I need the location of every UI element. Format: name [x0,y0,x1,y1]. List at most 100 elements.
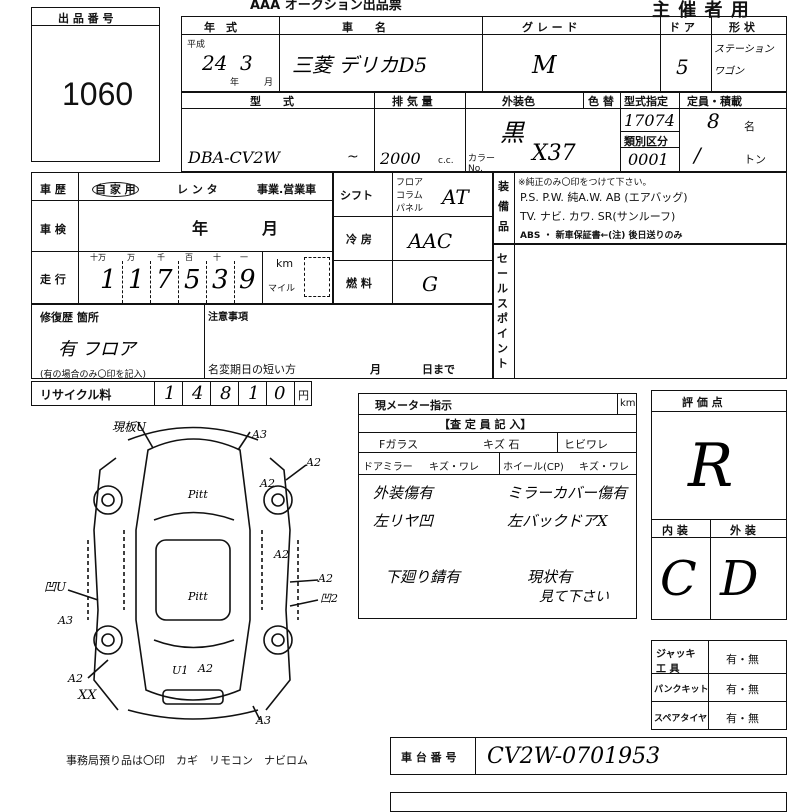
history-label: 車 歴 [40,183,66,196]
spec-block: 車 歴 自 家 用 レ ン タ 事業.営業車 車 検 年 月 走 行 十万 万 … [31,172,333,304]
name-label: 車 名 [342,21,386,34]
lot-label: 出 品 番 号 [58,12,114,25]
class-label: 類別区分 [624,135,668,148]
class-number: 0001 [628,150,669,169]
front-glass-label: Fガラス [379,438,419,451]
repair-value: 有 フロア [58,339,136,360]
inspector-comment: 下廻り錆有 [385,568,461,586]
lot-box: 出 品 番 号 1060 [31,7,160,162]
shift-panel[interactable]: パネル [396,204,424,214]
aircon-label: 冷 房 [346,233,372,246]
recycle-digit: 1 [164,383,176,404]
shift-floor[interactable]: フロア [396,178,424,188]
mirror-options[interactable]: キズ・ワレ [429,462,479,473]
model-month: 3 [240,51,253,75]
type-spec-label: 型式指定 [624,95,668,108]
sales-point-block: セールスポイント [493,244,787,379]
spare-tire-label: スペアタイヤ [654,714,708,724]
repair-notes-block: 修復歴 箇所 有 フロア (有の場合のみ〇印を記入) 注意事項 名変期日の短い方… [31,304,493,380]
diagram-mark: U1 [172,664,189,677]
recycle-digit: 8 [220,383,232,404]
displacement-unit: c.c. [438,156,454,166]
displacement-value: 2000 [380,149,421,168]
footer-custody-items: 事務局預り品は〇印 カギ リモコン ナビロム [66,754,308,767]
spare-tire-value[interactable]: 有・無 [726,712,759,725]
equipment-note: ※純正のみ〇印をつけて下さい。 [518,178,652,188]
chassis-label: 車 台 番 号 [401,751,457,764]
type-number: 17074 [624,111,675,130]
inspection-month: 月 [262,219,279,238]
shift-label: シフト [340,189,373,202]
odometer-digit: 1 [128,265,145,295]
history-option-business[interactable]: 事業.営業車 [257,183,317,196]
vehicle-row-1: 年 式 車 名 グ レ ー ド ド ア 形 状 平成 24 3 年 月 三菱 デ… [181,16,787,92]
exterior-score: D [720,551,759,607]
interior-score: C [660,551,697,607]
inspector-comment: 左リヤ凹 [373,512,434,530]
front-glass-options[interactable]: キズ 石 [483,438,520,451]
wheel-label: ホイール(CP) [503,462,564,473]
color-no-label: カラー No. [468,154,496,174]
bottom-cut-box [390,792,787,812]
name-change-month: 月 [370,363,381,376]
recycle-unit: 円 [298,389,309,402]
history-option-private[interactable]: 自 家 用 [92,181,139,197]
odometer-digit: 3 [212,265,229,295]
model-label: 型 式 [250,95,294,108]
odometer-digit: 7 [156,265,173,295]
interior-label: 内 装 [662,524,688,537]
car-damage-diagram [67,421,319,721]
recycle-digit: 1 [248,383,260,404]
equipment-line-2: TV. ナビ. カワ. SR(サンルーフ) [520,210,676,223]
jack-value[interactable]: 有・無 [726,653,759,666]
inspector-comment: 現状有 [527,568,573,586]
recycle-row: リサイクル料 1 4 8 1 0 円 [31,381,312,406]
door-label: ド ア [669,21,695,34]
equipment-line-1: P.S. P.W. 純A.W. AB (エアバッグ) [520,191,688,204]
inspector-comment: 左バックドアX [507,512,608,530]
evaluation-block: 評 価 点 R 内 装 外 装 C D [651,390,787,620]
ext-color: 黒 [500,119,524,147]
shift-value: AT [442,185,469,209]
year-label: 年 式 [204,21,237,34]
capacity-label: 定員・積載 [687,95,742,108]
recycle-digit: 4 [192,383,204,404]
equipment-block: 装 備 品 ※純正のみ〇印をつけて下さい。 P.S. P.W. 純A.W. AB… [493,172,787,244]
seat-capacity: 8 [707,109,720,133]
front-glass-crack[interactable]: ヒビワレ [564,438,608,451]
diagram-mark: Pitt [188,488,208,501]
recycle-label: リサイクル料 [40,388,112,402]
history-option-rental[interactable]: レ ン タ [177,183,218,196]
vehicle-row-2: 型 式 排 気 量 外装色 色 替 型式指定 定員・積載 類別区分 DBA-CV… [181,92,787,174]
diagram-mark: 凹U [44,580,67,594]
inspector-comment: 外装傷有 [373,484,434,502]
inspector-block: 現メーター指示 km 【査 定 員 記 入】 Fガラス キズ 石 ヒビワレ ドア… [358,393,637,619]
repair-label: 修復歴 箇所 [40,311,99,324]
equipment-line-3: ABS ・ 新車保証書←(注) 後日送りのみ [520,231,683,241]
car-grade: M [532,51,557,79]
meter-label: 現メーター指示 [375,399,452,412]
mileage-unit-km: km [276,257,294,270]
diagram-mark: Pitt [188,590,208,603]
odometer-digit: 5 [184,265,201,295]
exterior-label: 外 装 [730,524,756,537]
puncture-kit-value[interactable]: 有・無 [726,683,759,696]
diagram-mark: A3 [252,428,267,441]
wheel-options[interactable]: キズ・ワレ [579,462,629,473]
evaluation-score: R [688,431,734,501]
shift-column[interactable]: コラム [396,191,423,201]
diagram-mark: 凹2 [320,592,338,605]
inspector-comment: 見て下さい [539,589,609,605]
puncture-kit-label: パンクキット [654,685,709,695]
mileage-label: 走 行 [40,273,66,286]
chassis-number: CV2W-0701953 [487,744,661,769]
displacement-label: 排 気 量 [392,95,433,108]
inspection-label: 車 検 [40,223,66,236]
fuel-value: G [422,272,438,296]
diagram-mark: A2 [198,662,213,675]
diagram-mark: A2 [68,672,83,685]
diagram-mark: A3 [58,614,73,627]
shape-label: 形 状 [729,21,755,34]
inspector-label: 【査 定 員 記 入】 [439,418,532,431]
diagram-mark: A3 [256,714,271,727]
